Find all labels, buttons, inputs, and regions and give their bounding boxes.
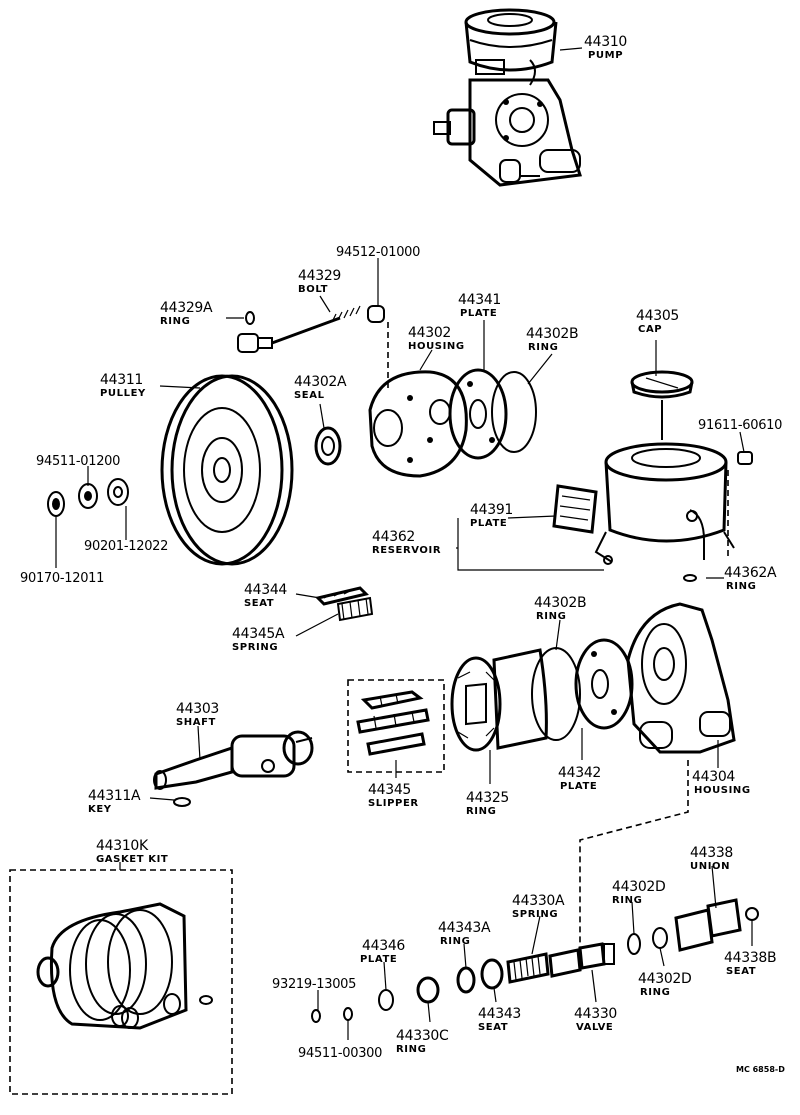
part-name-union: UNION xyxy=(690,861,730,872)
bolt-drawing xyxy=(237,305,385,353)
part-name-plate: PLATE xyxy=(560,781,597,792)
part-number-44362: 44362 xyxy=(372,529,415,545)
part-number-44343: 44343 xyxy=(478,1006,521,1022)
part-number-44305: 44305 xyxy=(636,308,679,324)
part-name-ring: RING xyxy=(396,1044,426,1055)
part-name-spring: SPRING xyxy=(232,642,278,653)
part-number-44341: 44341 xyxy=(458,292,501,308)
part-number-44330: 44330 xyxy=(574,1006,617,1022)
part-number-44302d: 44302D xyxy=(638,971,692,987)
part-number-44343a: 44343A xyxy=(438,920,491,936)
part-number-90170-12011: 90170-12011 xyxy=(20,571,104,586)
part-name-shaft: SHAFT xyxy=(176,717,216,728)
nut-washer-drawing xyxy=(47,478,129,517)
part-name-reservoir: RESERVOIR xyxy=(372,545,441,556)
part-number-44362a: 44362A xyxy=(724,565,777,581)
part-name-ring: RING xyxy=(726,581,756,592)
reservoir-plate-drawing xyxy=(552,484,598,534)
part-number-94511-01200: 94511-01200 xyxy=(36,454,120,469)
part-name-ring: RING xyxy=(536,611,566,622)
part-number-44338b: 44338B xyxy=(724,950,776,966)
part-name-slipper: SLIPPER xyxy=(368,798,419,809)
part-labels: 44310PUMP94512-0100044329BOLT44329ARING4… xyxy=(20,34,782,1061)
ring-44302B-mid-drawing xyxy=(531,647,581,741)
part-name-plate: PLATE xyxy=(470,518,507,529)
part-number-44391: 44391 xyxy=(470,502,513,518)
part-name-seat: SEAT xyxy=(244,598,274,609)
part-number-44311: 44311 xyxy=(100,372,143,388)
part-name-ring: RING xyxy=(640,987,670,998)
part-number-44344: 44344 xyxy=(244,582,287,598)
part-name-bolt: BOLT xyxy=(298,284,328,295)
seal-drawing xyxy=(314,426,342,466)
part-number-44338: 44338 xyxy=(690,845,733,861)
part-number-44302d: 44302D xyxy=(612,879,666,895)
part-number-90201-12022: 90201-12022 xyxy=(84,539,168,554)
part-name-pump: PUMP xyxy=(588,50,623,61)
part-name-key: KEY xyxy=(88,804,112,815)
part-name-cap: CAP xyxy=(638,324,662,335)
part-number-44310: 44310 xyxy=(584,34,627,50)
part-number-94512-01000: 94512-01000 xyxy=(336,245,420,260)
part-name-spring: SPRING xyxy=(512,909,558,920)
part-name-seat: SEAT xyxy=(726,966,756,977)
part-number-44346: 44346 xyxy=(362,938,405,954)
part-number-93219-13005: 93219-13005 xyxy=(272,977,356,992)
part-number-44329: 44329 xyxy=(298,268,341,284)
part-name-ring: RING xyxy=(160,316,190,327)
part-number-44342: 44342 xyxy=(558,765,601,781)
part-name-ring: RING xyxy=(466,806,496,817)
slipper-drawing xyxy=(356,690,430,756)
rotor-ring-drawing xyxy=(450,648,548,752)
part-number-44302b: 44302B xyxy=(526,326,578,342)
rear-housing-drawing xyxy=(626,602,736,754)
pulley-drawing xyxy=(160,374,294,566)
gasket-kit-drawing xyxy=(36,902,213,1030)
pump-assembly-drawing xyxy=(433,8,582,187)
part-number-91611-60610: 91611-60610 xyxy=(698,418,782,433)
ring-44302B-top-drawing xyxy=(491,371,537,453)
part-name-ring: RING xyxy=(528,342,558,353)
part-number-94511-00300: 94511-00300 xyxy=(298,1046,382,1061)
part-number-44303: 44303 xyxy=(176,701,219,717)
part-name-pulley: PULLEY xyxy=(100,388,146,399)
plate-44341-drawing xyxy=(448,368,508,460)
part-number-44330a: 44330A xyxy=(512,893,565,909)
reservoir-drawing xyxy=(594,370,735,565)
part-number-44302b: 44302B xyxy=(534,595,586,611)
part-number-44325: 44325 xyxy=(466,790,509,806)
part-name-seat: SEAT xyxy=(478,1022,508,1033)
part-name-plate: PLATE xyxy=(360,954,397,965)
plate-44342-drawing xyxy=(574,638,634,730)
part-number-44310k: 44310K xyxy=(96,838,149,854)
part-name-housing: HOUSING xyxy=(694,785,751,796)
part-name-housing: HOUSING xyxy=(408,341,465,352)
part-name-ring: RING xyxy=(612,895,642,906)
part-name-seal: SEAL xyxy=(294,390,325,401)
part-number-44311a: 44311A xyxy=(88,788,141,804)
part-number-44302: 44302 xyxy=(408,325,451,341)
part-number-44345: 44345 xyxy=(368,782,411,798)
drawing-code: MC 6858-D xyxy=(736,1065,785,1074)
part-name-gasket-kit: GASKET KIT xyxy=(96,854,168,865)
part-name-plate: PLATE xyxy=(460,308,497,319)
part-number-44304: 44304 xyxy=(692,769,735,785)
part-number-44330c: 44330C xyxy=(396,1028,449,1044)
part-number-44302a: 44302A xyxy=(294,374,347,390)
shaft-drawing xyxy=(153,730,314,790)
part-name-ring: RING xyxy=(440,936,470,947)
part-name-valve: VALVE xyxy=(576,1022,613,1033)
part-number-44345a: 44345A xyxy=(232,626,285,642)
part-number-44329a: 44329A xyxy=(160,300,213,316)
seat-spring-drawing xyxy=(315,586,374,622)
leader-lines xyxy=(55,47,753,1040)
